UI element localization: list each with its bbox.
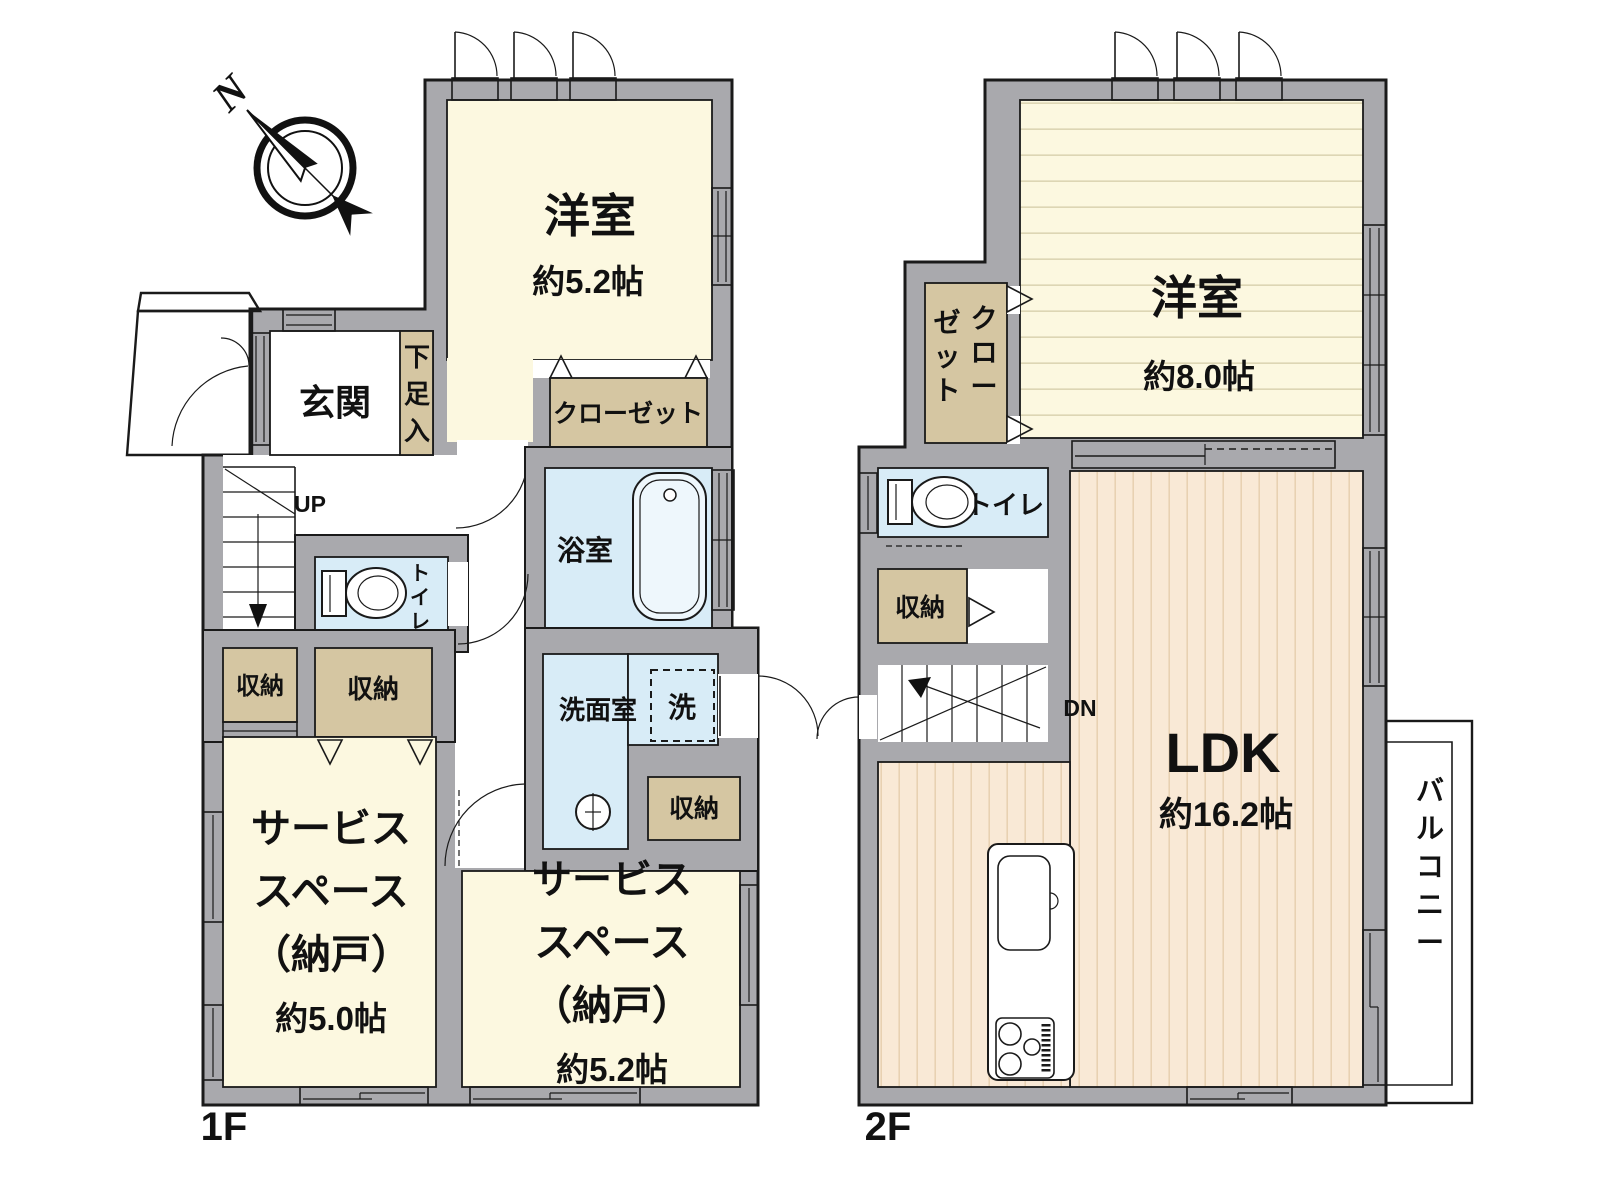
toilet-icon: [321, 567, 407, 619]
door-arc: [457, 573, 529, 645]
storage-2f-label: 収納: [895, 593, 945, 622]
windows-2f: [1111, 31, 1387, 1106]
door-opening: [718, 674, 758, 738]
stove-icon: [995, 1017, 1055, 1079]
sliding-window: [1186, 1086, 1293, 1106]
ldk-label: LDK: [1165, 721, 1280, 784]
storage-c: 収納: [647, 776, 741, 841]
windows-1f: [202, 31, 759, 1106]
svg-text:約5.2帖: 約5.2帖: [556, 1051, 668, 1088]
entrance-door-arc: [171, 365, 249, 447]
svg-text:スペース: スペース: [253, 870, 408, 914]
casement-window: [510, 31, 558, 101]
ldk: LDK 約16.2帖 DN: [877, 470, 1364, 1088]
storage-b-label: 収納: [347, 674, 399, 704]
floor-label-2f: 2F: [865, 1105, 912, 1149]
service-room-a: サービス スペース （納戸） 約5.0帖: [222, 736, 437, 1088]
corridor-1f: [455, 455, 525, 868]
window: [1362, 547, 1387, 687]
window: [739, 884, 759, 1006]
storage-c-label: 収納: [669, 794, 719, 823]
svg-text:（納戸）: （納戸）: [251, 933, 411, 977]
entrance-porch: [125, 291, 271, 457]
washroom-label: 洗面室: [559, 695, 637, 725]
svg-text:スペース: スペース: [534, 921, 689, 965]
bathtub-icon: [632, 472, 707, 621]
svg-text:サービス: サービス: [251, 807, 411, 851]
storage-block-1f: 収納 収納: [202, 629, 456, 743]
western-room-2f-label: 洋室: [1151, 272, 1243, 324]
western-room-1f-label: 洋室: [544, 190, 636, 242]
western-room-1f: 洋室 約5.2帖: [446, 99, 713, 529]
stairs-down-label: DN: [1063, 695, 1096, 721]
door-arc: [816, 696, 860, 740]
compass-icon: N: [203, 66, 373, 236]
door-arc: [757, 675, 819, 737]
stairs-up-label: UP: [294, 491, 326, 517]
entrance-room: 下足入 玄関: [269, 308, 434, 456]
svg-text:ゼット: ゼット: [934, 308, 961, 406]
svg-text:約5.0帖: 約5.0帖: [275, 1000, 387, 1037]
balcony: バルコニー: [1384, 719, 1474, 1105]
entrance-door-arc: [220, 337, 250, 367]
storage-a: [222, 647, 298, 723]
casement-window: [1173, 31, 1221, 101]
casement-window: [569, 31, 617, 101]
washer-box: [650, 669, 715, 742]
western-room-2f-size: 約8.0帖: [1143, 358, 1255, 395]
door-arc: [444, 783, 526, 867]
toilet-icon: [887, 476, 977, 528]
svg-text:（納戸）: （納戸）: [532, 984, 692, 1028]
balcony-label: バルコニー: [1416, 775, 1444, 958]
floor-2f: 洋室 約8.0帖 クロー ゼット: [816, 31, 1474, 1149]
stairs-down: [816, 665, 1048, 742]
window-opening: [859, 695, 877, 739]
ldk-size: 約16.2帖: [1159, 796, 1293, 834]
closet-1f: クローゼット: [549, 377, 708, 448]
bathroom: 浴室: [524, 446, 735, 655]
western-room-2f: 洋室 約8.0帖: [1019, 99, 1364, 439]
door-opening: [448, 562, 468, 626]
floor-label-1f: 1F: [201, 1105, 248, 1149]
window: [202, 1004, 224, 1081]
floor-1f: UP 下足入 玄関 洋室 約5.2帖 クローゼット: [125, 31, 819, 1149]
sliding-window: [299, 1086, 429, 1106]
storage-b: [314, 647, 433, 738]
window: [282, 308, 336, 332]
toilet-2f: トイレ: [858, 467, 1049, 547]
casement-window: [1111, 31, 1159, 101]
storage-2f: 収納: [877, 568, 1048, 644]
kitchen-sink-icon: [997, 855, 1059, 951]
window: [1362, 224, 1387, 436]
shoe-storage-label: 下足入: [404, 342, 430, 446]
entrance-label: 玄関: [299, 382, 371, 423]
washer-label: 洗: [668, 692, 696, 723]
western-room-1f-size: 約5.2帖: [532, 263, 644, 300]
svg-text:クロー: クロー: [971, 304, 998, 402]
sink-icon: [575, 793, 611, 831]
balcony-sliding-door: [1362, 929, 1387, 1086]
svg-text:サービス: サービス: [532, 858, 692, 902]
bathroom-label: 浴室: [557, 534, 613, 566]
closet-1f-label: クローゼット: [553, 400, 703, 428]
casement-window: [451, 31, 499, 101]
window: [858, 472, 878, 534]
toilet-1f-label: トイレ: [410, 563, 430, 633]
window: [202, 811, 224, 923]
shoe-storage: [399, 330, 434, 456]
stairs-up: UP: [223, 466, 326, 632]
sliding-door-divider: [1071, 440, 1336, 469]
casement-window: [1235, 31, 1283, 101]
kitchen-counter: [987, 843, 1075, 1081]
storage-a-label: 収納: [236, 672, 284, 700]
toilet-2f-label: トイレ: [966, 490, 1044, 520]
closet-2f: クロー ゼット: [924, 282, 1034, 444]
window: [711, 187, 733, 286]
sliding-window: [469, 1086, 641, 1106]
